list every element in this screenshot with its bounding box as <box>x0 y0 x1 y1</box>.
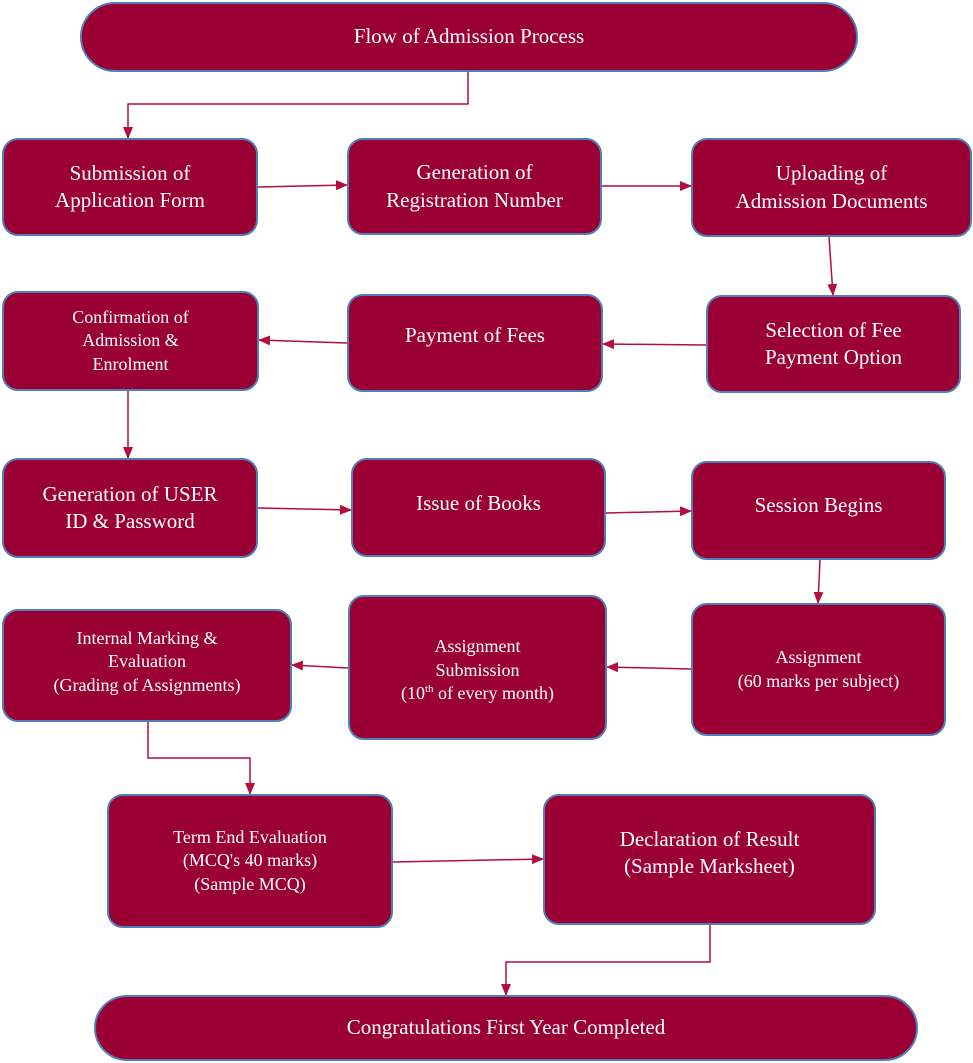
step-assignment: Assignment (60 marks per subject) <box>691 603 946 736</box>
step-declaration-of-result: Declaration of Result (Sample Marksheet) <box>543 794 876 925</box>
arrow-payment-to-confirmation <box>258 335 348 346</box>
final-congratulations: Congratulations First Year Completed <box>94 995 918 1061</box>
step-selection-of-fee-payment-option: Selection of Fee Payment Option <box>706 295 961 393</box>
step-issue-of-books: Issue of Books <box>351 458 606 557</box>
step-uploading-of-admission-documents: Uploading of Admission Documents <box>691 138 972 237</box>
arrow-submission-to-internal <box>291 660 349 671</box>
ordinal-superscript: th <box>424 683 434 696</box>
step-label-line: Uploading of <box>775 161 888 186</box>
step-label-line: Selection of Fee <box>765 317 902 342</box>
arrow-assignment-to-submission <box>606 662 692 673</box>
final-congratulations-text: Congratulations First Year Completed <box>346 1015 666 1040</box>
step-submission-of-application-form: Submission of Application Form <box>2 138 258 236</box>
arrow-books-to-session <box>605 506 692 517</box>
step-label-line: Submission of <box>69 160 191 185</box>
step-label-line: Declaration of Result <box>619 827 800 851</box>
step-label-line: Application Form <box>55 188 205 212</box>
step-label-part: (10 <box>400 683 425 704</box>
arrow-uploading-to-fee-option <box>827 236 838 296</box>
step-label-line: Submission <box>435 659 520 680</box>
step-label-line: Issue of Books <box>416 491 541 515</box>
step-assignment-submission: Assignment Submission (10th of every mon… <box>348 595 607 740</box>
arrow-user-id-to-books <box>257 504 352 515</box>
step-label-line: Registration Number <box>386 187 563 212</box>
step-generation-of-user-id: Generation of USER ID & Password <box>2 458 258 558</box>
arrow-session-to-assignment <box>813 559 824 604</box>
arrow-result-to-final <box>501 925 711 996</box>
step-confirmation-of-admission: Confirmation of Admission & Enrolment <box>2 291 259 391</box>
step-generation-of-registration-number: Generation of Registration Number <box>347 138 602 235</box>
step-label-line: Confirmation of <box>72 306 189 327</box>
step-label-line: Payment of Fees <box>405 323 545 347</box>
arrow-term-end-to-result <box>392 854 544 865</box>
step-label-line: Internal Marking & <box>76 628 218 648</box>
step-label-line: (MCQ's 40 marks) <box>182 850 318 871</box>
step-label-line: (Grading of Assignments) <box>53 674 241 695</box>
step-internal-marking-and-evaluation: Internal Marking & Evaluation (Grading o… <box>2 609 292 722</box>
step-label-line: Admission Documents <box>735 188 928 213</box>
flow-title: Flow of Admission Process <box>80 2 858 72</box>
step-session-begins: Session Begins <box>691 461 946 560</box>
step-label-line: Generation of <box>416 160 533 185</box>
step-label-line: Generation of USER <box>42 481 218 506</box>
step-label-line: (Sample Marksheet) <box>624 854 795 879</box>
arrow-internal-to-term-end <box>147 722 255 795</box>
step-payment-of-fees: Payment of Fees <box>347 294 603 392</box>
step-label-line: (60 marks per subject) <box>737 670 900 691</box>
step-label-line: Assignment <box>775 647 862 668</box>
step-label-part: of every month) <box>433 683 555 704</box>
step-label-line: Evaluation <box>108 651 186 672</box>
step-label-line-with-superscript: (10th of every month) <box>401 682 554 705</box>
step-label-line: Enrolment <box>92 353 169 374</box>
step-label-line: Session Begins <box>754 493 883 517</box>
step-label-line: ID & Password <box>65 509 195 533</box>
step-label-line: Assignment <box>434 636 521 657</box>
step-label-line: Term End Evaluation <box>173 826 327 847</box>
step-label-line: Payment Option <box>764 345 903 369</box>
step-term-end-evaluation: Term End Evaluation (MCQ's 40 marks) (Sa… <box>107 794 393 928</box>
arrow-title-to-submission <box>123 72 469 139</box>
arrow-fee-option-to-payment <box>602 339 707 350</box>
arrow-submission-to-registration <box>257 180 348 191</box>
flow-title-text: Flow of Admission Process <box>353 24 585 49</box>
step-label-line: Admission & <box>82 330 179 351</box>
step-label-line: (Sample MCQ) <box>194 873 306 894</box>
